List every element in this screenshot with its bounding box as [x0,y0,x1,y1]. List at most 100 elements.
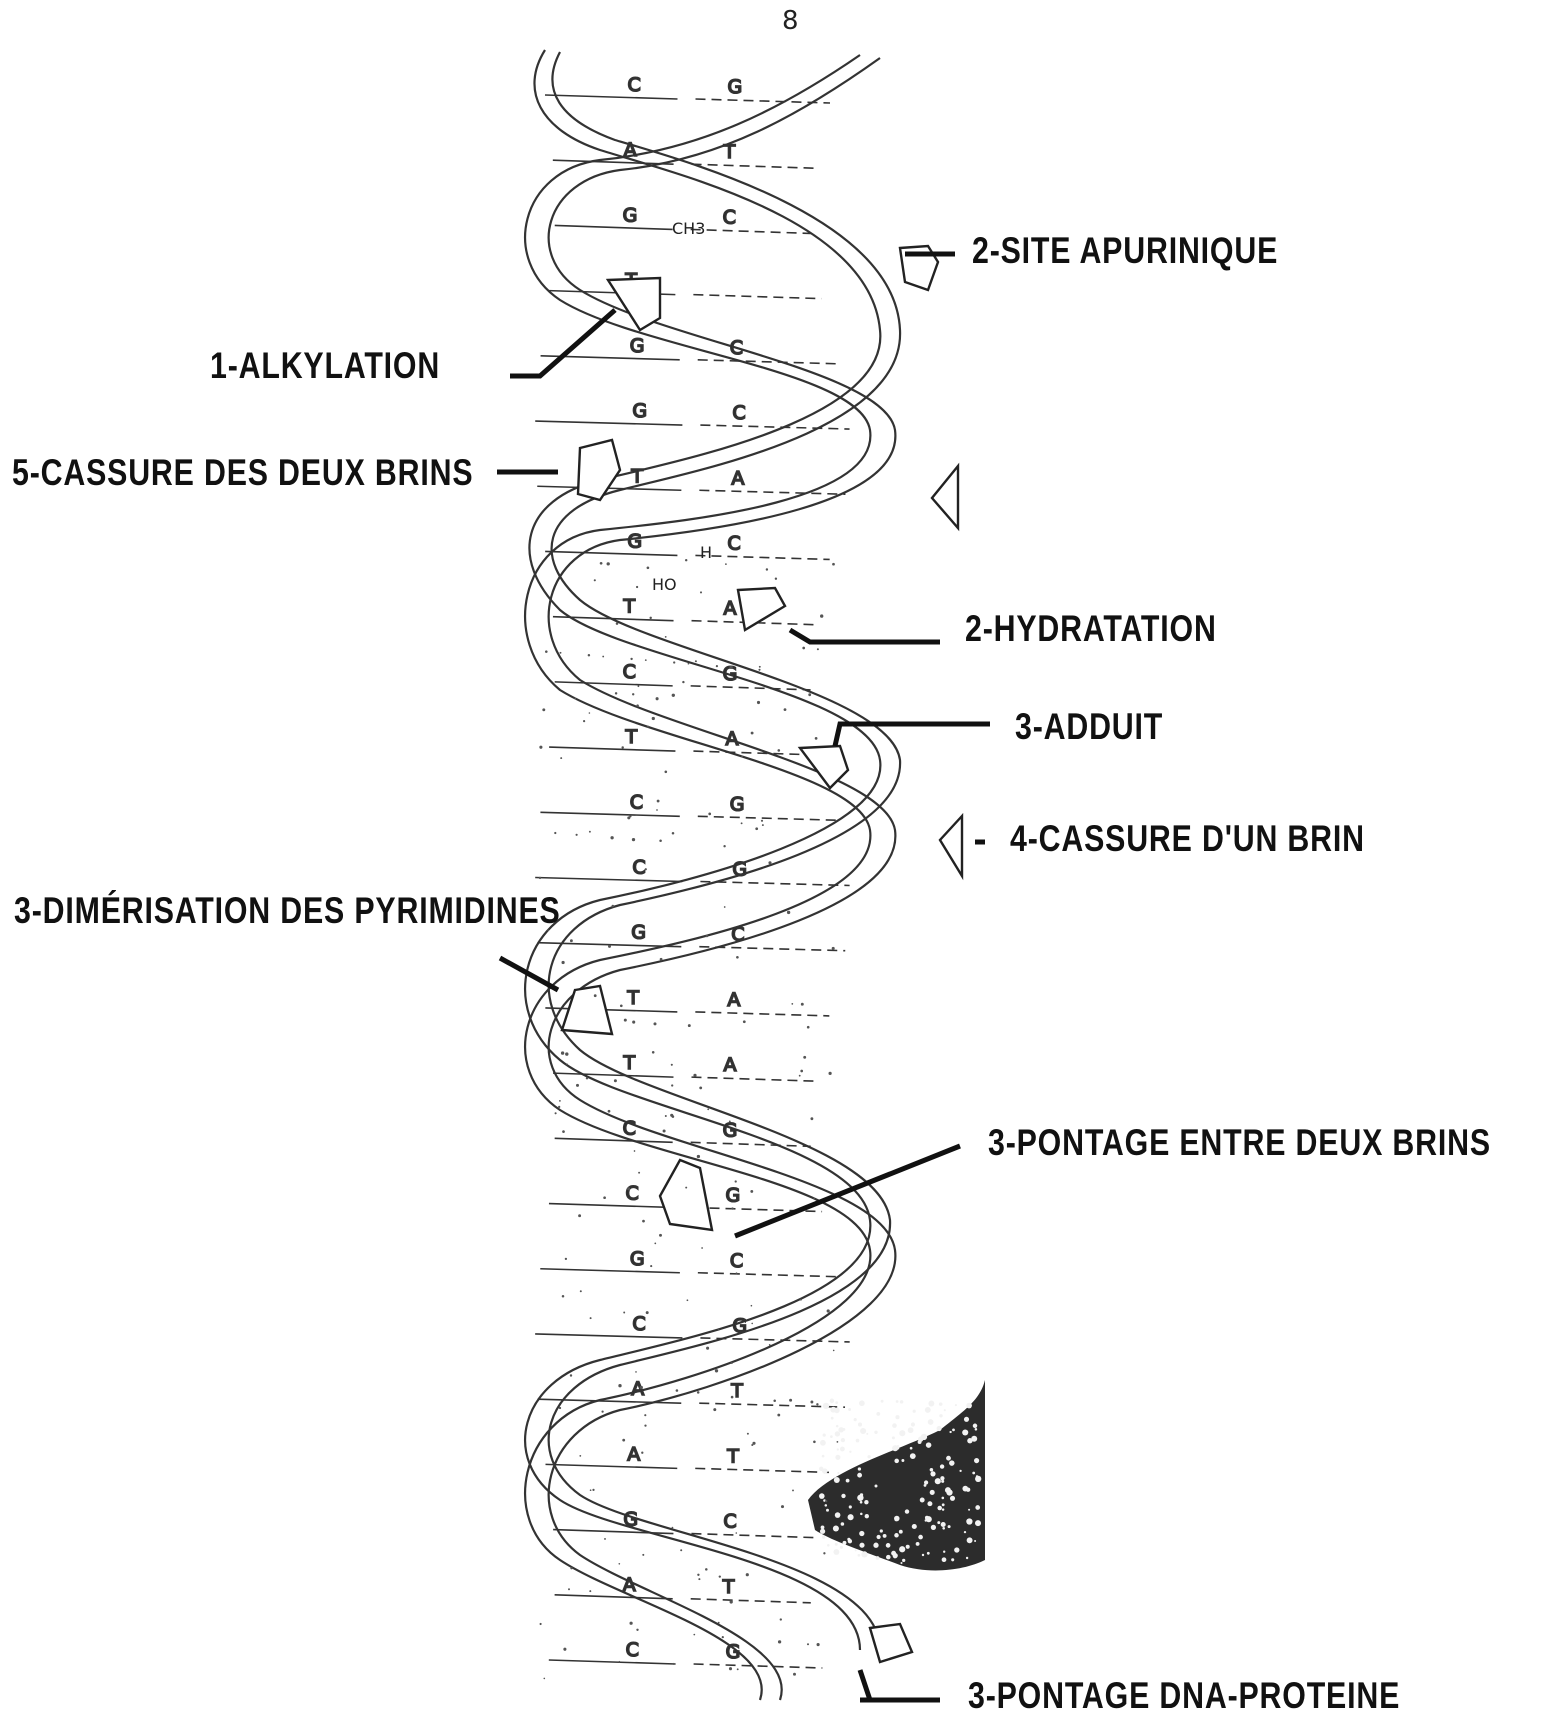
stipple-dot [650,1265,652,1267]
stipple-dot [697,1574,699,1576]
base-letter-left: T [622,1052,635,1074]
protein-speckle [968,1509,970,1511]
stipple-dot [768,861,771,864]
stipple-dot [693,1074,696,1077]
protein-speckle [883,1534,887,1538]
stipple-dot [589,831,591,833]
stipple-dot [752,1442,755,1445]
stipple-dot [665,636,667,638]
stipple-dot [708,813,711,816]
base-letter-left: G [630,335,645,357]
protein-speckle [826,1509,829,1512]
protein-speckle [860,1501,863,1504]
protein-speckle [864,1500,868,1504]
protein-speckle [896,1400,899,1403]
stipple-dot [751,1305,753,1307]
protein-speckle [846,1479,850,1483]
base-pair-rung [545,551,677,555]
stipple-dot [759,666,761,668]
base-pair-rung [700,1338,849,1342]
stipple-dot [612,905,615,908]
base-pair-rung [698,816,839,820]
protein-speckle [859,1531,864,1536]
stipple-dot [784,708,787,711]
stipple-dot [560,652,562,654]
protein-speckle [825,1504,828,1507]
protein-speckle [876,1412,880,1416]
protein-speckle [975,1520,981,1526]
stipple-dot [695,660,697,662]
base-pair-rung [695,1468,829,1472]
stipple-dot [540,1623,542,1625]
label-pontage-deux-brins: 3-PONTAGE ENTRE DEUX BRINS [988,1122,1491,1164]
base-letter-right: A [724,598,737,620]
stipple-dot [729,1120,731,1122]
stipple-dot [614,1079,617,1082]
protein-speckle [940,1464,944,1468]
protein-speckle [905,1509,909,1513]
stipple-dot [791,1003,793,1005]
protein-speckle [837,1448,839,1450]
base-letter-right: G [732,859,747,881]
stipple-dot [815,737,818,740]
protein-speckle [899,1430,905,1436]
stipple-dot [665,1115,667,1117]
stipple-dot [608,945,611,948]
stipple-dot [632,693,634,695]
stipple-dot [601,1410,603,1412]
stipple-dot [636,1629,638,1631]
stipple-dot [642,1220,645,1223]
protein-speckle [924,1480,928,1484]
protein-speckle [859,1400,865,1406]
stipple-dot [559,1100,561,1102]
stipple-dot [618,1563,620,1565]
stipple-dot [652,717,655,720]
base-pair-rung [691,686,811,690]
label-hydratation: 2-HYDRATATION [965,608,1217,650]
stipple-dot [653,1022,656,1025]
protein-speckle [942,1497,945,1500]
stipple-dot [554,832,556,834]
stipple-dot [725,563,727,565]
stipple-dot [699,1086,702,1089]
hydroxyl-label: HO [652,575,677,594]
protein-speckle [974,1540,976,1542]
protein-speckle [827,1544,830,1547]
stipple-dot [685,559,687,561]
stipple-dot [659,1234,662,1237]
stipple-dot [687,1299,689,1301]
protein-speckle [880,1529,883,1532]
base-letter-left: G [627,530,642,552]
protein-speckle [823,1403,829,1409]
protein-speckle [897,1445,899,1447]
base-pair-rung [553,1530,673,1534]
protein-speckle [893,1555,896,1558]
base-letter-right: G [726,1641,741,1663]
base-letter-left: G [631,922,646,944]
stipple-dot [638,685,640,687]
stipple-dot [641,1452,643,1454]
stipple-dot [778,1640,781,1643]
base-pair-rung [700,882,849,886]
stipple-dot [808,693,811,696]
stipple-dot [579,1455,581,1457]
base-letter-right: C [730,337,743,359]
protein-speckle [964,1531,966,1533]
protein-speckle [949,1431,951,1433]
protein-speckle [927,1552,930,1555]
protein-speckle [966,1518,972,1524]
stipple-dot [570,1374,572,1376]
stipple-dot [685,1187,687,1189]
stipple-dot [588,654,590,656]
protein-speckle [913,1410,916,1413]
protein-speckle [894,1459,899,1464]
stipple-dot [705,1568,708,1571]
base-letter-right: C [730,1250,743,1272]
stipple-dot [642,1554,644,1556]
base-pair-rung [691,229,811,233]
stipple-dot [634,1150,636,1152]
stipple-dot [659,839,662,842]
protein-speckle [925,1407,931,1413]
protein-speckle [835,1455,840,1460]
stipple-dot [810,1117,813,1120]
